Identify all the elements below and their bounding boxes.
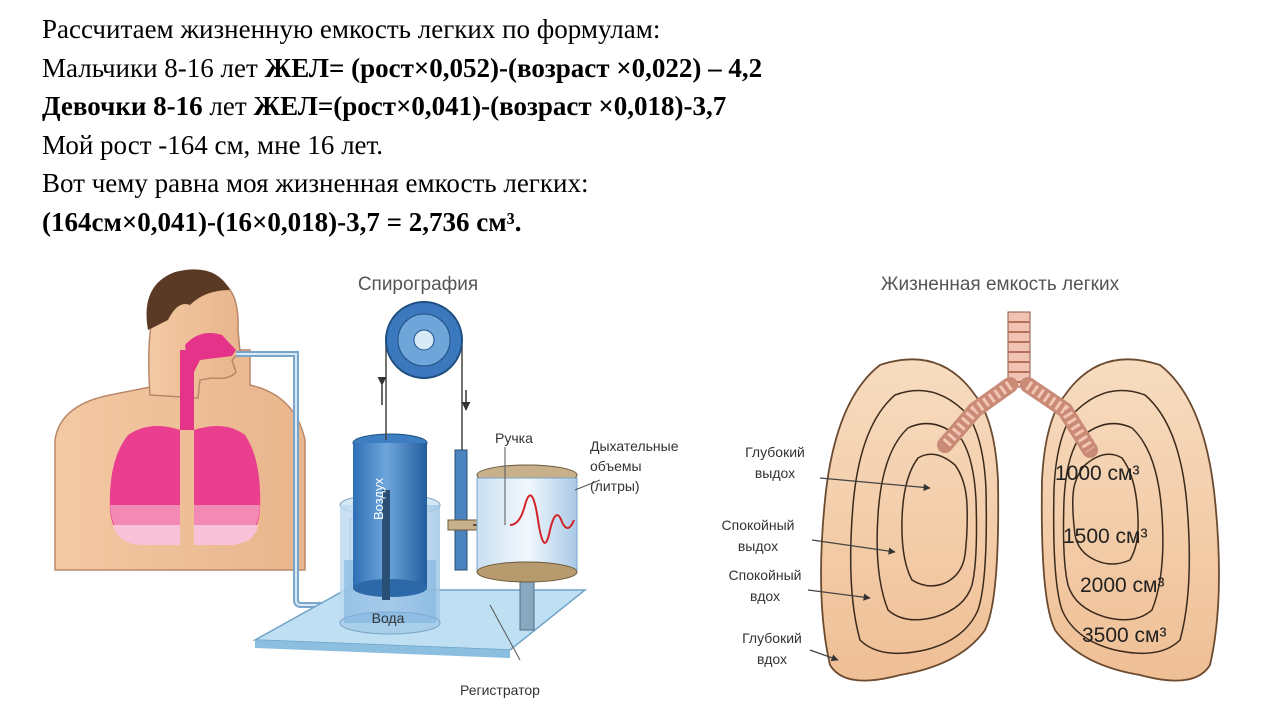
volume-1000-label: 1000 см³ [1055,462,1139,485]
girls-formula: Девочки 8-16 лет ЖЕЛ=(рост×0,041)-(возра… [42,91,727,121]
formula-text: Рассчитаем жизненную емкость легких по ф… [42,10,1242,241]
volumes-label-1: Дыхательные [590,438,679,454]
water-label: Вода [372,610,405,626]
spirography-lungs-illustration: Спирография Воздух Вода Ручка Дыхательны… [54,269,1220,698]
calm-exhale-label-2: выдох [738,538,778,554]
spirography-title: Спирография [358,274,478,295]
result-intro-line: Вот чему равна моя жизненная емкость лег… [42,168,589,198]
human-figure [54,269,306,571]
volumes-label-2: объемы [590,458,642,474]
deep-exhale-label-2: выдох [755,465,795,481]
air-label: Воздух [371,477,386,520]
volume-3500-label: 3500 см³ [1082,624,1166,647]
height-age-line: Мой рост -164 см, мне 16 лет. [42,129,384,160]
boys-formula: Мальчики 8-16 лет ЖЕЛ= (рост×0,052)-(воз… [42,52,763,83]
intro-line: Рассчитаем жизненную емкость легких по ф… [42,14,661,44]
lungs-diagram [807,311,1220,682]
result-line: (164см×0,041)-(16×0,018)-3,7 = 2,736 см³… [42,206,522,237]
calm-exhale-label-1: Спокойный [722,517,795,533]
spirography-labels: Спирография Воздух Вода Ручка Дыхательны… [358,274,679,698]
volumes-label-3: (литры) [590,478,640,494]
calm-inhale-label-1: Спокойный [729,567,802,583]
calm-inhale-label-2: вдох [750,588,780,604]
lungs-title: Жизненная емкость легких [881,274,1120,295]
deep-exhale-label-1: Глубокий [745,444,805,460]
volume-1500-label: 1500 см³ [1063,525,1147,548]
handle-label: Ручка [495,430,533,446]
lungs-labels: Жизненная емкость легких Глубокий выдох … [722,274,1167,667]
volume-2000-label: 2000 см³ [1080,574,1164,597]
recorder-label: Регистратор [460,682,540,698]
deep-inhale-label-2: вдох [757,651,787,667]
deep-inhale-label-1: Глубокий [742,630,802,646]
spirograph-apparatus [252,301,601,661]
